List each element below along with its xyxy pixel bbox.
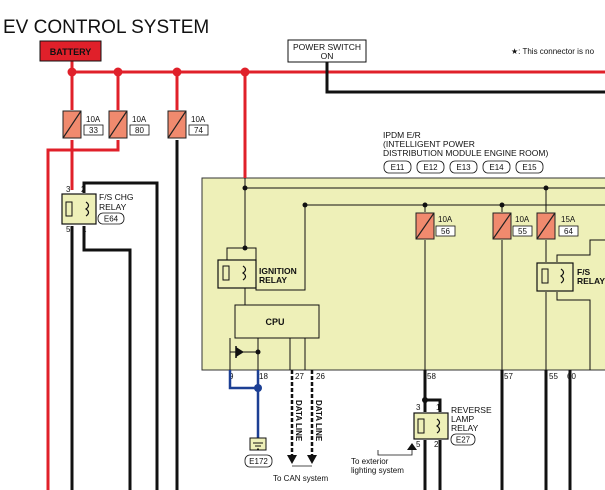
fuse-74-amp: 10A bbox=[191, 115, 206, 124]
power-switch-wiring bbox=[325, 62, 605, 94]
fs-relay bbox=[536, 262, 574, 292]
svg-text:E11: E11 bbox=[391, 163, 405, 172]
svg-text:27: 27 bbox=[295, 372, 304, 381]
ipdm-label-3: DISTRIBUTION MODULE ENGINE ROOM) bbox=[383, 148, 548, 158]
connector-note: ★: This connector is no bbox=[511, 47, 595, 56]
fuse-74-number: 74 bbox=[194, 126, 203, 135]
ipdm-label-1: IPDM E/R bbox=[383, 130, 421, 140]
svg-text:9: 9 bbox=[229, 372, 234, 381]
svg-text:3: 3 bbox=[416, 403, 421, 412]
svg-text:5: 5 bbox=[416, 440, 421, 449]
ground-wiring bbox=[228, 370, 260, 438]
svg-text:15A: 15A bbox=[561, 215, 576, 224]
battery-box bbox=[39, 40, 102, 62]
page-title: EV CONTROL SYSTEM bbox=[3, 17, 209, 38]
power-switch-label-2: ON bbox=[321, 51, 334, 61]
svg-text:5: 5 bbox=[66, 225, 71, 234]
reverse-lamp-relay-label-1: REVERSE bbox=[451, 405, 492, 415]
ipdm-pin-numbers: 9 18 27 26 58 57 55 60 bbox=[229, 372, 576, 381]
fs-relay-label-1: F/S bbox=[577, 267, 591, 277]
cpu-label: CPU bbox=[265, 317, 284, 327]
svg-text:E14: E14 bbox=[489, 163, 504, 172]
svg-text:E15: E15 bbox=[522, 163, 537, 172]
fuse-74: 10A 74 bbox=[167, 110, 209, 139]
svg-text:10A: 10A bbox=[438, 215, 453, 224]
fuse-33-amp: 10A bbox=[86, 115, 101, 124]
svg-text:18: 18 bbox=[259, 372, 268, 381]
to-can-label: To CAN system bbox=[273, 474, 328, 483]
exterior-bracket bbox=[377, 450, 413, 456]
left-black-wiring bbox=[70, 140, 179, 490]
ignition-relay-label-2: RELAY bbox=[259, 275, 287, 285]
svg-text:64: 64 bbox=[564, 227, 573, 236]
data-line-label-1: DATA LINE bbox=[294, 400, 303, 442]
fs-chg-relay-label-1: F/S CHG bbox=[99, 192, 133, 202]
fuse-56: 10A 56 bbox=[415, 212, 456, 240]
reverse-lamp-relay-connector: E27 bbox=[456, 436, 471, 445]
svg-text:57: 57 bbox=[504, 372, 513, 381]
ignition-relay-label-1: IGNITION bbox=[259, 266, 297, 276]
svg-text:58: 58 bbox=[427, 372, 436, 381]
fuse-64: 15A 64 bbox=[536, 212, 579, 240]
can-data-lines bbox=[290, 370, 314, 456]
svg-text:3: 3 bbox=[66, 185, 71, 194]
battery-wiring bbox=[46, 61, 605, 490]
exterior-arrow-icon bbox=[407, 443, 417, 450]
reverse-junction bbox=[422, 397, 428, 403]
svg-text:E13: E13 bbox=[456, 163, 471, 172]
svg-text:2: 2 bbox=[81, 185, 86, 194]
power-switch-box bbox=[287, 39, 367, 63]
reverse-lamp-relay-label-2: LAMP bbox=[451, 414, 474, 424]
ground-junction bbox=[254, 384, 262, 392]
ground-icon bbox=[249, 437, 267, 451]
fuse-33: 10A 33 bbox=[62, 110, 104, 139]
fs-chg-relay: 3 2 5 1 bbox=[61, 185, 97, 234]
svg-text:1: 1 bbox=[82, 225, 87, 234]
fs-chg-relay-label-2: RELAY bbox=[99, 202, 127, 212]
fuse-33-number: 33 bbox=[89, 126, 98, 135]
fs-chg-relay-connector: E64 bbox=[104, 215, 119, 224]
can-arrows bbox=[287, 455, 317, 464]
cpu-box bbox=[234, 304, 320, 339]
data-line-label-2: DATA LINE bbox=[314, 400, 323, 442]
svg-text:55: 55 bbox=[549, 372, 558, 381]
svg-text:26: 26 bbox=[316, 372, 325, 381]
reverse-lamp-relay: 3 1 5 2 bbox=[413, 403, 449, 449]
to-exterior-label-1: To exterior bbox=[351, 457, 389, 466]
svg-text:E12: E12 bbox=[423, 163, 438, 172]
svg-text:56: 56 bbox=[441, 227, 450, 236]
ipdm-label-2: (INTELLIGENT POWER bbox=[383, 139, 475, 149]
reverse-lamp-relay-label-3: RELAY bbox=[451, 423, 479, 433]
ignition-relay bbox=[217, 259, 257, 289]
fuse-80: 10A 80 bbox=[108, 110, 150, 139]
diode-icon bbox=[235, 346, 244, 358]
ground-connector: E172 bbox=[249, 457, 268, 466]
fs-relay-label-2: RELAY bbox=[577, 276, 605, 286]
svg-text:55: 55 bbox=[518, 227, 527, 236]
fuse-80-number: 80 bbox=[135, 126, 144, 135]
svg-text:10A: 10A bbox=[515, 215, 530, 224]
ipdm-junctions bbox=[242, 185, 549, 355]
battery-label: BATTERY bbox=[50, 47, 92, 57]
to-exterior-label-2: lighting system bbox=[351, 466, 404, 475]
svg-text:60: 60 bbox=[567, 372, 576, 381]
ipdm-connectors: E11 E12 E13 E14 E15 bbox=[383, 160, 544, 174]
svg-text:2: 2 bbox=[434, 440, 439, 449]
reverse-lamp-wiring bbox=[423, 370, 572, 490]
red-junctions bbox=[67, 67, 250, 77]
power-switch-label-1: POWER SWITCH bbox=[293, 42, 361, 52]
fuse-80-amp: 10A bbox=[132, 115, 147, 124]
fuse-55: 10A 55 bbox=[492, 212, 533, 240]
svg-text:1: 1 bbox=[436, 403, 441, 412]
